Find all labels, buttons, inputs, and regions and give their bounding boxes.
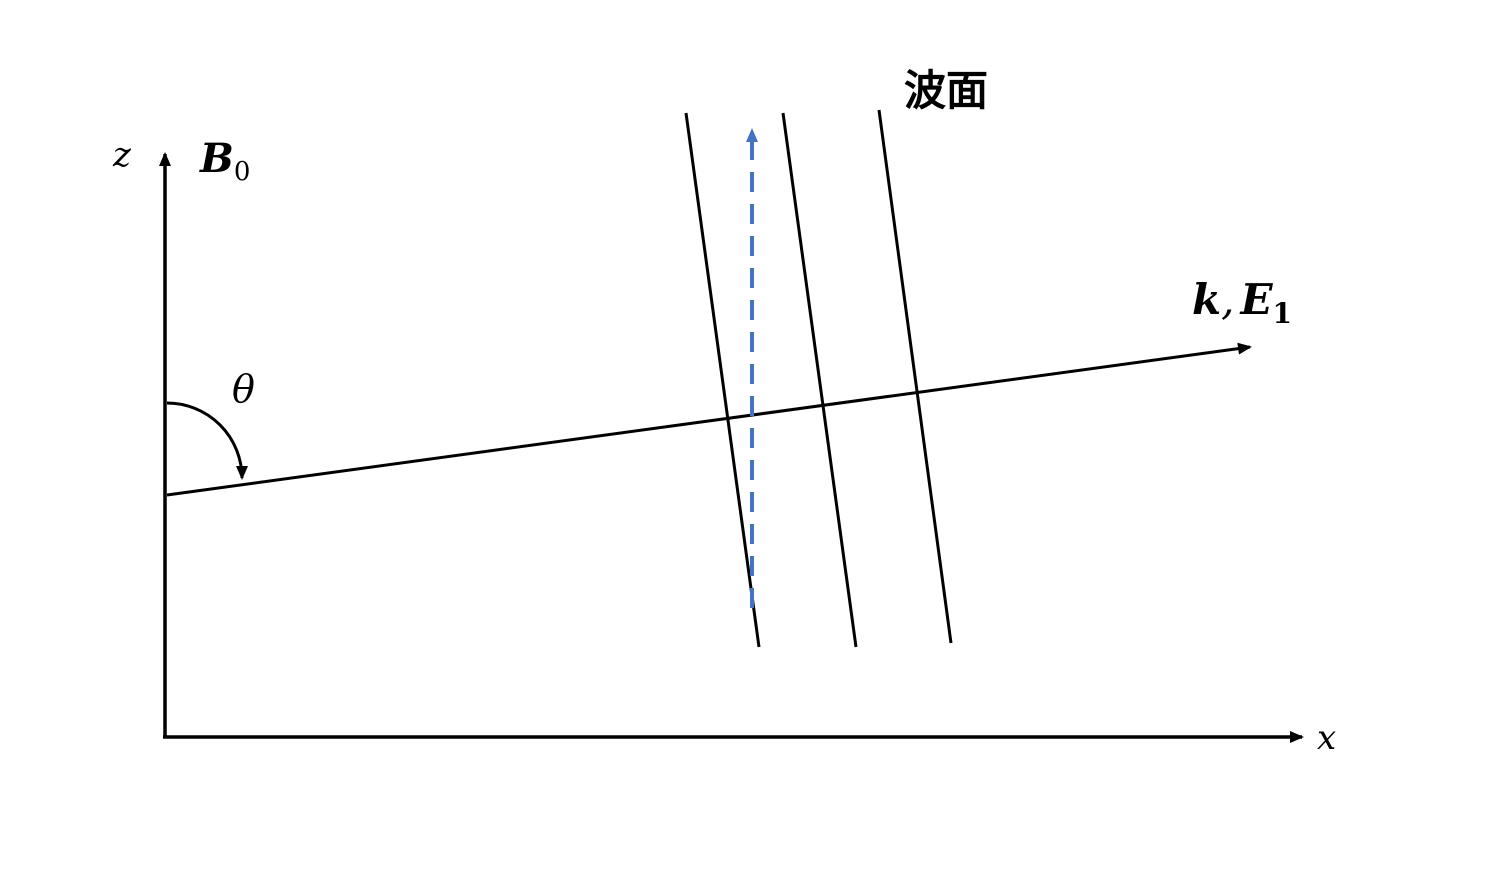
b-field-symbol: B bbox=[199, 135, 234, 182]
wavefront-line bbox=[877, 109, 953, 644]
k-e-separator: , bbox=[1221, 275, 1234, 324]
z-axis-label: z bbox=[112, 135, 132, 175]
theta-arc bbox=[166, 401, 248, 480]
k-symbol: k bbox=[1192, 275, 1221, 324]
k-e-label: k,E1 bbox=[1192, 275, 1292, 330]
x-axis-label: x bbox=[1317, 718, 1336, 758]
theta-label: θ bbox=[232, 367, 255, 411]
k-vector-line bbox=[166, 342, 1252, 497]
b-field-subscript: 0 bbox=[234, 157, 251, 187]
wavefront-line bbox=[781, 112, 858, 648]
wavefront-line bbox=[684, 112, 761, 648]
e-field-symbol: E bbox=[1239, 275, 1273, 324]
b-field-label: B0 bbox=[199, 135, 250, 187]
e-field-subscript: 1 bbox=[1272, 297, 1291, 330]
wavefront-label: 波面 bbox=[904, 66, 988, 115]
